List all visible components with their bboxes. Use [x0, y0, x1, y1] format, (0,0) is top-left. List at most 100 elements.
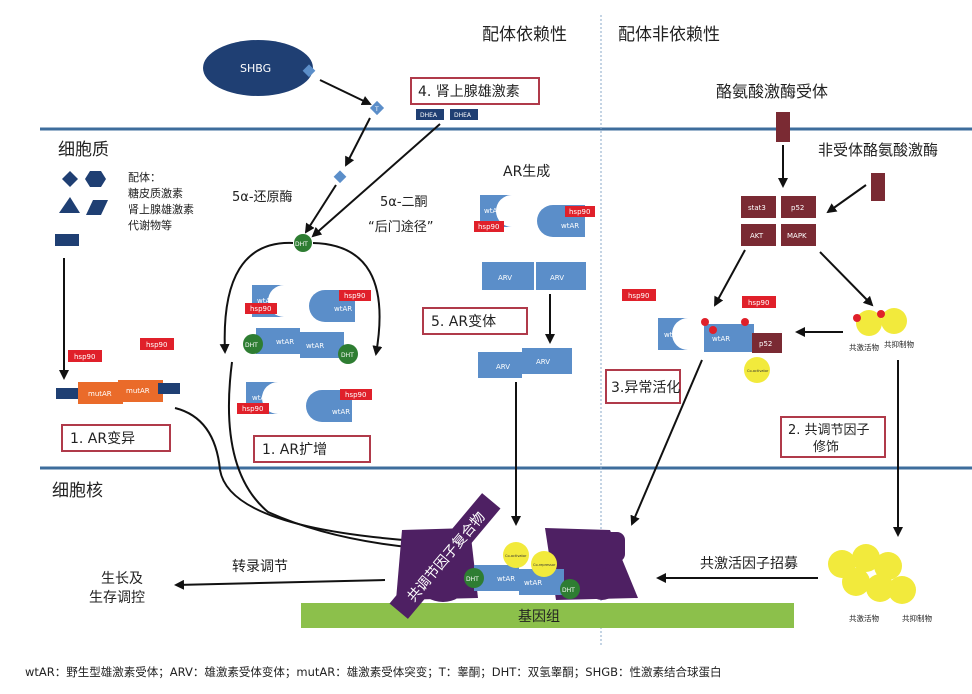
corepressor-label-1: 共抑制物: [884, 339, 914, 349]
ar-synthesis-label: AR生成: [503, 164, 550, 180]
phospho-2: [709, 326, 717, 334]
nuc-yellow-3: [874, 552, 902, 580]
mapk-box: [781, 224, 816, 246]
backdoor-label: “后门途径”: [368, 219, 433, 235]
wtar-amp-label-3: wtAR: [252, 394, 270, 402]
wtar-amp-label-1: wtAR: [257, 297, 275, 305]
triangle-shape: [59, 197, 80, 213]
wtar-dimer-label-1: wtAR: [276, 338, 294, 346]
header-ligand-independent: 配体非依赖性: [618, 25, 720, 45]
hsp90-amp-4-label: hsp90: [345, 391, 366, 399]
coreg-complex-bar: [389, 493, 501, 619]
rect-shape: [55, 234, 79, 246]
dht-label: DHT: [295, 241, 308, 248]
coreg-phospho-1: [853, 314, 861, 322]
corepressor-nuc: [531, 551, 557, 577]
arv-syn-right: [536, 262, 586, 290]
hsp90-amp-2-label: hsp90: [344, 292, 365, 300]
box-ar-variant-text: 5. AR变体: [431, 314, 496, 330]
wtar-dimer-left: [256, 328, 300, 354]
box-coreg: [780, 416, 886, 458]
parallelogram-shape: [86, 200, 108, 215]
coactivator-recruit-label: 共激活因子招募: [700, 555, 798, 572]
shbg-ellipse: [203, 40, 313, 96]
dht-dimer-left-label: DHT: [245, 342, 258, 349]
hsp90-syn-2: [565, 206, 595, 217]
mutar-ligand-1: [56, 388, 78, 399]
hsp90-ind-1-label: hsp90: [628, 292, 649, 300]
mapk-label: MAPK: [787, 232, 807, 240]
coactivator-ind: [744, 357, 770, 383]
arrow-nrtk-to-cluster: [826, 184, 867, 214]
shbg-label: SHBG: [240, 62, 271, 75]
p52-ind-label: p52: [759, 340, 772, 348]
arrow-dht-loop-left: [219, 241, 294, 354]
hsp90-ind-2: [742, 296, 776, 308]
arrow-shbg-to-t: [319, 79, 372, 106]
wtar-amp-label-2: wtAR: [334, 305, 352, 313]
reductase-label: 5α-还原酶: [232, 189, 293, 205]
box-adrenal: [410, 77, 540, 105]
hsp90-amp-1-label: hsp90: [250, 305, 271, 313]
arv-dimer-right: [522, 348, 572, 374]
nonreceptor-kinase-label: 非受体酪氨酸激酶: [818, 141, 938, 159]
wtar-dimer-right: [300, 332, 344, 358]
arrow-transcription: [174, 579, 386, 590]
arrow-amp-to-nucleus: [227, 361, 420, 553]
arv-syn-label-2: ARV: [550, 274, 564, 282]
mutar-label-1: mutAR: [88, 390, 112, 398]
arv-dimer-label-1: ARV: [496, 363, 510, 371]
coactivator-label-2: 共激活物: [849, 613, 879, 623]
stat3-label: stat3: [748, 204, 766, 212]
hsp90-syn-2-label: hsp90: [569, 208, 590, 216]
akt-label: AKT: [750, 232, 764, 240]
wtar-nuc-label-1: wtAR: [497, 575, 515, 583]
diamond-shape: [62, 171, 78, 187]
arrow-t-down: [345, 117, 371, 167]
arv-dimer-label-2: ARV: [536, 358, 550, 366]
nrtk-kinase: [871, 173, 885, 201]
arv-syn-left: [482, 262, 534, 290]
t-diamond-inside: [333, 170, 347, 184]
dht-dimer-right-label: DHT: [341, 352, 354, 359]
corepressor-nuc-label: Co-repressor: [533, 563, 556, 567]
hsp90-syn-1: [474, 221, 504, 232]
wtar-syn-label-2: wtAR: [561, 222, 579, 230]
arrow-kinase-to-coreg: [819, 251, 874, 307]
coactivator-ind-label: Co-activator: [747, 369, 769, 373]
box-coreg-line1: 2. 共调节因子: [788, 423, 870, 438]
nuc-yellow-2: [852, 544, 880, 572]
dht-nuc-left-label: DHT: [466, 576, 479, 583]
dht-circle: [294, 234, 312, 252]
phospho-3: [741, 318, 749, 326]
wtar-ind-label-1: wtAR: [664, 331, 682, 339]
hsp90-amp-3: [237, 403, 269, 414]
coreg-yellow-1: [856, 310, 882, 336]
hsp90-mut-1: [68, 350, 102, 362]
t-label: T: [374, 106, 379, 113]
dhea-box-2: [450, 109, 478, 120]
arv-syn-label-1: ARV: [498, 274, 512, 282]
arrow-dhea-to-dht: [311, 123, 441, 238]
arrow-aberrant-to-nucleus: [630, 359, 703, 526]
coreg-phospho-2: [877, 310, 885, 318]
box-ar-variant: [422, 307, 528, 335]
box-ar-mutation-text: 1. AR变异: [70, 431, 135, 447]
corepressor-label-2: 共抑制物: [902, 613, 932, 623]
box-coreg-line2: 修饰: [813, 440, 839, 455]
box-aberrant-text: 3.异常活化: [611, 380, 680, 396]
arrow-kinase-to-ar: [714, 249, 746, 307]
nuc-yellow-6: [888, 576, 916, 604]
coreg-yellow-2: [881, 308, 907, 334]
coactivator-label-1: 共激活物: [849, 342, 879, 352]
mutar-bar-1: [78, 382, 123, 404]
hsp90-amp-1: [245, 303, 277, 314]
footnote: wtAR：野生型雄激素受体；ARV：雄激素受体变体；mutAR：雄激素受体突变；…: [25, 665, 722, 679]
mutar-label-2: mutAR: [126, 387, 150, 395]
p52-ind-box: [752, 333, 782, 353]
hexagon-shape: [85, 171, 106, 187]
nucleus-label: 细胞核: [52, 481, 103, 501]
wtar-syn-label-1: wtAR: [484, 207, 502, 215]
hsp90-mut-2-label: hsp90: [146, 341, 167, 349]
